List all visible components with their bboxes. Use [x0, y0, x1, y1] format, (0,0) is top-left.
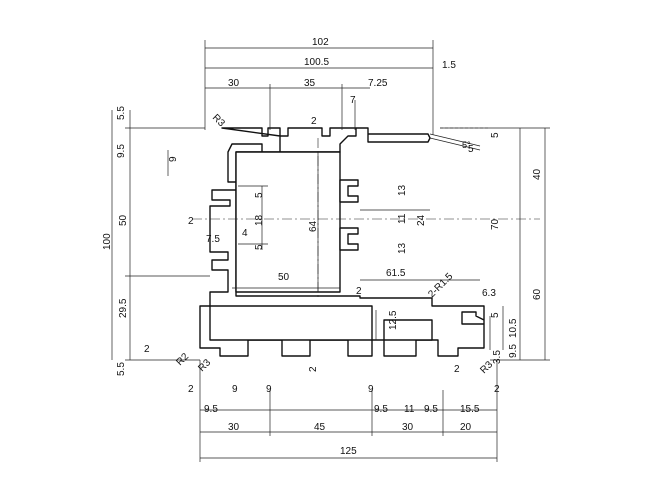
dim-5-5-top: 5.5 [116, 106, 127, 120]
inner-dimensions: 5 18 5 7.5 4 2 64 50 2 2 12.5 [188, 192, 399, 372]
dim-100: 100 [102, 233, 113, 250]
dim-35: 35 [304, 78, 316, 89]
dim-2-br: 2 [454, 364, 460, 375]
dim-61-5: 61.5 [386, 268, 406, 279]
radius-r3-bottom: R3 [196, 357, 213, 374]
dim-60: 60 [532, 288, 543, 300]
dim-5-5-bottom: 5.5 [116, 362, 127, 376]
dim-9-b: 9 [266, 384, 272, 395]
dim-64: 64 [308, 220, 319, 232]
dim-30: 30 [228, 78, 240, 89]
dim-6-3: 6.3 [482, 288, 496, 299]
angle-label: 5° [462, 140, 471, 150]
dim-9-5-c: 9.5 [424, 404, 438, 415]
radius-r2: R2 [174, 351, 191, 368]
dim-2-top: 2 [311, 116, 317, 127]
dim-2-bl: 2 [188, 384, 194, 395]
dim-5-a: 5 [254, 192, 265, 198]
dim-100-5: 100.5 [304, 57, 329, 68]
dimension-lines [111, 40, 550, 462]
dim-5-angle: 5 [468, 144, 474, 155]
dim-30-a: 30 [228, 422, 240, 433]
dim-7: 7 [350, 95, 356, 106]
dim-2-bottom-inner: 2 [308, 366, 319, 372]
dim-50-left: 50 [118, 214, 129, 226]
dim-11: 11 [397, 213, 408, 224]
dim-9-5-b: 9.5 [374, 404, 388, 415]
dim-2-br2: 2 [494, 384, 500, 395]
dim-13-b: 13 [397, 242, 408, 254]
dim-12-5: 12.5 [388, 310, 399, 330]
dim-5-right-top: 5 [490, 132, 501, 138]
angle-guide [429, 133, 481, 151]
dim-125: 125 [340, 446, 357, 457]
dim-9: 9 [168, 156, 179, 162]
dim-9-5-right: 9.5 [508, 344, 519, 358]
dim-50-inner: 50 [278, 272, 290, 283]
dim-15-5: 15.5 [460, 404, 480, 415]
dim-2-inner: 2 [188, 216, 194, 227]
bottom-dimensions: 2 9 9 9.5 9 9.5 11 9.5 15.5 2 2 30 45 30… [188, 364, 500, 457]
top-dimensions: 102 100.5 1.5 30 35 7.25 7 2 [228, 37, 456, 127]
dim-2-mid: 2 [356, 286, 362, 297]
dim-7-5: 7.5 [206, 234, 220, 245]
dim-40: 40 [532, 168, 543, 180]
extrusion-profile [199, 127, 485, 357]
right-dimensions: 5 5 40 13 11 24 13 70 61.5 6.3 60 5 10.5… [386, 132, 543, 364]
dim-9-c: 9 [368, 384, 374, 395]
dim-102: 102 [312, 37, 329, 48]
dim-18: 18 [254, 214, 265, 226]
dim-45: 45 [314, 422, 326, 433]
radius-2-r1-5: 2-R1.5 [426, 271, 455, 300]
dim-7-25: 7.25 [368, 78, 388, 89]
dim-30-b: 30 [402, 422, 414, 433]
dim-10-5: 10.5 [508, 318, 519, 338]
dim-9-5-a: 9.5 [204, 404, 218, 415]
dim-13-a: 13 [397, 184, 408, 196]
dim-3-5: 3.5 [492, 350, 503, 364]
dim-24: 24 [416, 214, 427, 226]
dim-9-a: 9 [232, 384, 238, 395]
left-dimensions: 5.5 9.5 9 100 50 29.5 2 5.5 [102, 106, 179, 376]
dim-9-5: 9.5 [116, 144, 127, 158]
dim-2-left: 2 [144, 344, 150, 355]
dim-4: 4 [242, 228, 248, 239]
dim-29-5: 29.5 [118, 298, 129, 318]
dim-5-b: 5 [254, 244, 265, 250]
dim-5-right-mid: 5 [490, 312, 501, 318]
dim-70: 70 [490, 218, 501, 230]
dim-1-5: 1.5 [442, 60, 456, 71]
dim-11-bottom: 11 [404, 404, 415, 415]
dim-20: 20 [460, 422, 472, 433]
radius-r3-top: R3 [210, 112, 227, 129]
